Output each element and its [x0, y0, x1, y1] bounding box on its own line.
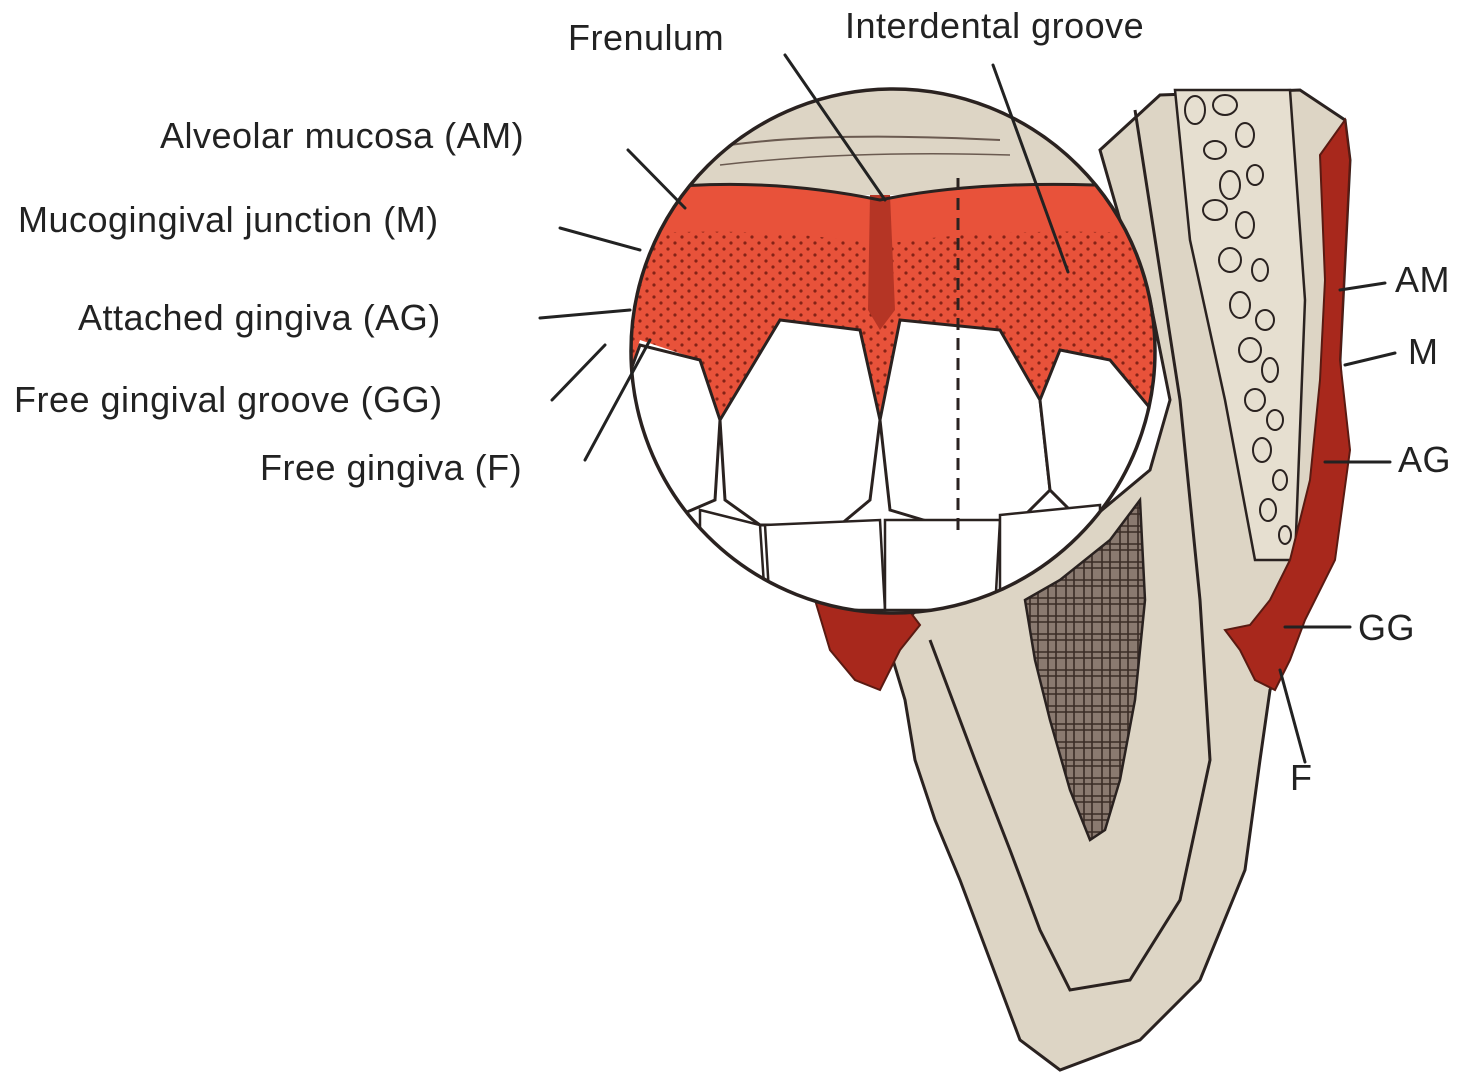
label-free-gingiva: Free gingiva (F)	[260, 447, 522, 488]
label-mucogingival-junction: Mucogingival junction (M)	[18, 199, 439, 240]
label-ag: AG	[1398, 439, 1451, 480]
label-alveolar-mucosa: Alveolar mucosa (AM)	[160, 115, 524, 156]
label-f: F	[1290, 757, 1313, 798]
label-gg: GG	[1358, 607, 1415, 648]
label-frenulum: Frenulum	[568, 17, 724, 58]
label-attached-gingiva: Attached gingiva (AG)	[78, 297, 441, 338]
label-m: M	[1408, 331, 1439, 372]
label-free-gingival-groove: Free gingival groove (GG)	[14, 379, 443, 420]
label-am: AM	[1395, 259, 1450, 300]
label-interdental-groove: Interdental groove	[845, 5, 1144, 46]
lip-area	[620, 85, 1180, 195]
